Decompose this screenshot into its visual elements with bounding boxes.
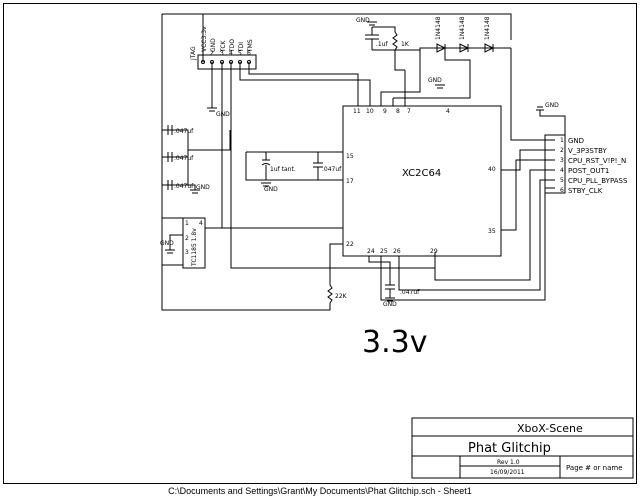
svg-text:GND: GND [264,186,278,193]
cap-left-3-label: .047uf [174,183,194,190]
svg-text:GND: GND [383,301,397,308]
cap-top-label: .1uf [376,41,389,48]
gnd-labels: GND GND GND GND GND GND GND GND [160,17,559,308]
jtag-pin-numbers: 1 2 3 4 5 6 [201,50,251,57]
output-label-stby-clk: STBY_CLK [568,187,603,195]
diode-3 [484,43,495,53]
regulator-body [182,217,206,269]
jtag-ref-label: JTAG [190,46,197,61]
svg-text:GND: GND [356,17,370,24]
res-bottom-label: 22K [335,293,348,300]
jtag-label-tdo: TDO [229,39,236,53]
chip-pin-25: 25 [380,248,388,255]
jtag-label-tck: TCK [220,39,227,53]
diode-2 [459,43,470,53]
diode-1-label: 1N4148 [435,16,442,40]
svg-text:4: 4 [199,220,203,227]
regulator-pin-numbers: 1 2 3 4 [185,220,203,256]
regulator-label: TC1185 1.8v [191,228,198,267]
res-top-label: 1K [401,41,410,48]
svg-text:4: 4 [229,50,233,57]
svg-text:GND: GND [196,184,210,191]
chip-pin-24: 24 [367,248,375,255]
wire-tms [248,62,359,106]
chip-pin-4: 4 [446,108,450,115]
voltage-label: 3.3v [362,325,427,360]
gnd-symbols [165,21,445,302]
svg-text:3: 3 [220,50,224,57]
svg-text:6: 6 [247,50,251,57]
title-block [411,417,634,479]
wire-tck [221,62,230,229]
svg-text:3: 3 [560,157,564,164]
output-pin-numbers: 1 2 3 4 5 6 [560,137,564,194]
svg-text:GND: GND [160,240,174,247]
output-label-v3p3stby: V_3P3STBY [568,147,608,155]
svg-text:GND: GND [216,111,230,118]
output-label-gnd: GND [568,137,584,145]
page-border [3,3,637,484]
wire-vcc-top [202,13,512,62]
chip-pin-7: 7 [407,108,411,115]
svg-text:1: 1 [201,50,205,57]
output-pin-labels: GND V_3P3STBY CPU_RST_V!P!_N POST_OUT1 C… [568,137,628,195]
jtag-label-tdi: TDI [238,42,245,53]
svg-text:5: 5 [560,177,564,184]
jtag-label-tms: TMS [247,39,254,53]
svg-text:2: 2 [185,235,189,242]
title-date: 16/09/2011 [490,469,525,476]
title-company: XboX-Scene [517,422,583,435]
wire-right-vbus [510,48,555,141]
output-label-cpu-rst: CPU_RST_V!P!_N [568,157,626,165]
svg-text:1: 1 [185,220,189,227]
cap-left-2-label: .047uf [174,155,194,162]
output-label-post-out1: POST_OUT1 [568,167,609,175]
chip-body [342,105,502,257]
chip-pin-9: 9 [383,108,387,115]
chip-pin-15: 15 [346,153,354,160]
svg-text:4: 4 [560,167,564,174]
jtag-label-gnd: GND [210,38,217,52]
jtag-pins [201,60,251,64]
diode-2-label: 1N4148 [459,16,466,40]
jtag-pin-labels: VCC3.3v GND TCK TDO TDI TMS JTAG [190,26,254,61]
cap-bottom-label: .047uf [400,289,420,296]
chip-pin-11: 11 [353,108,361,115]
svg-text:2: 2 [210,50,214,57]
jtag-header-body [197,54,257,70]
svg-text:GND: GND [545,102,559,109]
svg-text:2: 2 [560,147,564,154]
output-connector-body [544,134,566,194]
svg-text:1: 1 [560,137,564,144]
res-top [392,31,398,51]
chip-pin-10: 10 [366,108,374,115]
chip-pin-35: 35 [488,228,496,235]
res-bottom [327,284,333,304]
cap-mid-label: .047uf [322,166,342,173]
title-page: Page # or name [566,464,623,472]
chip-pin-40: 40 [488,166,496,173]
chip-pin-17: 17 [346,178,354,185]
jtag-label-vcc: VCC3.3v [201,26,208,52]
chip-pin-26: 26 [393,248,401,255]
svg-text:3: 3 [185,249,189,256]
cap-left-1-label: .047uf [174,128,194,135]
output-label-cpu-pll: CPU_PLL_BYPASS [568,177,628,185]
wire-tdo [230,62,436,269]
chip-pin-22: 22 [346,241,354,248]
wire-tdi [239,62,371,106]
chip-pin-8: 8 [396,108,400,115]
chip-name: XC2C64 [402,168,441,179]
title-name: Phat Glitchip [468,441,551,456]
diode-3-label: 1N4148 [484,16,491,40]
title-rev: Rev 1.0 [497,459,520,466]
svg-text:GND: GND [428,77,442,84]
tant-label: 1uf tant. [270,166,296,173]
chip-pin-29: 29 [430,248,438,255]
file-path-footer: C:\Documents and Settings\Grant\My Docum… [168,486,472,496]
svg-text:5: 5 [238,50,242,57]
svg-text:6: 6 [560,187,564,194]
